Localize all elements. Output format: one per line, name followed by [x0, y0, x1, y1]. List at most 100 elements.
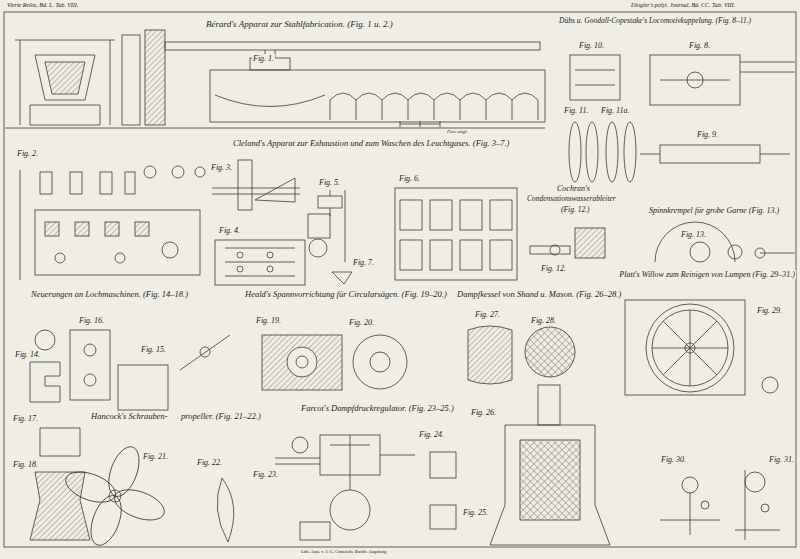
locomotive-coupling-drawing [586, 122, 598, 182]
boiler-drawing [468, 326, 610, 545]
section-title: Hancock's Schrauben- [90, 412, 169, 422]
steel-plan-drawing [125, 172, 135, 194]
punching-machine-drawing [200, 347, 210, 357]
willow-drawing [625, 300, 780, 540]
punching-machine-drawing [30, 330, 230, 540]
saw-tensioner-drawing [370, 352, 390, 372]
willow-drawing [745, 472, 765, 492]
locomotive-coupling-drawing [660, 62, 795, 80]
steel-plan-drawing [135, 222, 149, 236]
figure-number: Fig. 6. [398, 174, 421, 183]
figure-number: Fig. 10. [578, 41, 605, 50]
pressure-regulator-drawing [275, 435, 456, 540]
gas-exhauster-drawing [237, 266, 243, 272]
saw-tensioner-drawing [296, 356, 308, 368]
gas-exhauster-drawing [430, 200, 452, 230]
willow-drawing [761, 504, 769, 512]
steel-plan-drawing [75, 222, 89, 236]
willow-drawing [625, 300, 745, 395]
steel-furnace-drawing [5, 30, 545, 128]
plate-border [4, 12, 796, 547]
steel-furnace-drawing [30, 105, 100, 125]
steel-furnace-drawing [330, 93, 538, 120]
figure-number: Fig. 11. [563, 106, 590, 115]
locomotive-coupling-drawing [569, 122, 581, 182]
locomotive-coupling-drawing [570, 55, 620, 100]
gas-exhauster-drawing [400, 240, 422, 270]
figure-number: Fig. 1. [252, 54, 275, 63]
gas-exhauster-drawing [267, 266, 273, 272]
figure-number: Fig. 22. [196, 458, 223, 467]
steel-plan-drawing [40, 172, 52, 194]
condenser-and-card-drawing [530, 222, 795, 262]
figure-number: Fig. 15. [140, 345, 167, 354]
punching-machine-drawing [35, 330, 55, 350]
gas-exhauster-drawing [225, 248, 295, 276]
section-title: Platt's Willow zum Reinigen von Lumpen (… [618, 270, 796, 279]
section-title: Cochran's [556, 184, 591, 193]
figure-number: Fig. 8. [688, 41, 711, 50]
figure-number: Fig. 29. [756, 306, 783, 315]
punching-machine-drawing [70, 330, 110, 400]
gas-exhauster-drawing [238, 160, 252, 210]
condenser-and-card-drawing [550, 245, 560, 255]
figure-number: Fig. 28. [530, 316, 557, 325]
willow-drawing [762, 377, 778, 393]
figure-number: Fig. 23. [252, 470, 279, 479]
propeller-drawing [62, 466, 120, 508]
willow-drawing [682, 477, 698, 493]
section-title: Condensationswasserableiter [526, 195, 617, 204]
locomotive-coupling-drawing [640, 154, 790, 155]
boiler-drawing [490, 425, 610, 545]
gas-exhauster-drawing [490, 240, 512, 270]
figure-number: Fig. 5. [318, 178, 341, 187]
boiler-drawing [525, 327, 575, 377]
gas-exhauster-drawing [490, 200, 512, 230]
figure-number: Fig. 20. [348, 318, 375, 327]
figure-number: Fig. 9. [696, 130, 719, 139]
locomotive-coupling-drawing [624, 122, 636, 182]
gas-exhauster-drawing [330, 190, 331, 216]
gas-exhauster-drawing [237, 252, 243, 258]
gas-exhauster-drawing [395, 188, 517, 280]
steel-plan-drawing [55, 253, 65, 263]
figure-number: Fig. 17. [12, 414, 39, 423]
boiler-drawing [538, 385, 560, 425]
section-title: Dampfkessel von Shand u. Mason. (Fig. 26… [456, 290, 622, 300]
propeller-drawing [109, 490, 121, 502]
section-title: Spinnkrempel für grobe Garne (Fig. 13.) [648, 206, 780, 215]
pressure-regulator-drawing [430, 452, 456, 478]
figure-number: Fig. 24. [418, 430, 445, 439]
willow-drawing [646, 304, 734, 392]
gas-exhauster-drawing [318, 196, 342, 208]
condenser-and-card-drawing [655, 222, 735, 262]
section-title: (Fig. 12.) [560, 206, 591, 215]
locomotive-coupling-drawing [569, 55, 795, 182]
locomotive-coupling-drawing [575, 70, 615, 85]
gas-exhauster-drawing [308, 214, 330, 238]
pressure-regulator-drawing [300, 522, 330, 540]
pressure-regulator-drawing [275, 458, 320, 464]
saw-tensioner-drawing [353, 335, 407, 389]
steel-furnace-drawing [215, 95, 325, 107]
gas-exhauster-drawing [212, 160, 517, 285]
steel-plan-drawing [162, 242, 178, 258]
gas-exhauster-drawing [267, 252, 273, 258]
gas-exhauster-drawing [255, 178, 295, 202]
header-text: Lith. Anst. v. J. G. Cotta'sche Buchh. A… [300, 549, 388, 554]
figure-number: Fig. 16. [78, 316, 105, 325]
propeller-drawing [111, 484, 169, 526]
figure-number: Fig. 26. [470, 408, 497, 417]
willow-drawing [701, 501, 709, 509]
gas-exhauster-drawing [212, 188, 300, 194]
gas-exhauster-drawing [430, 240, 452, 270]
locomotive-coupling-drawing [606, 122, 618, 182]
steel-furnace-drawing [165, 42, 540, 50]
section-title: propeller. (Fig. 21–22.) [180, 412, 262, 422]
willow-drawing [685, 343, 695, 353]
locomotive-coupling-drawing [687, 72, 703, 88]
saw-tensioner-drawing [262, 335, 342, 390]
steel-plan-drawing [144, 166, 156, 178]
willow-drawing [652, 310, 728, 386]
saw-tensioner-drawing [262, 335, 407, 390]
